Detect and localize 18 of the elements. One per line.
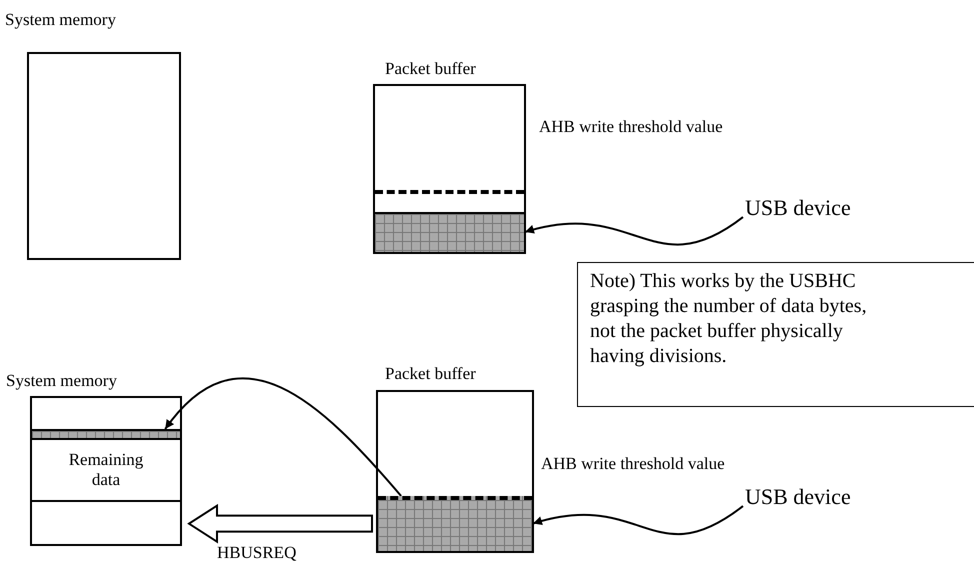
note-box: Note) This works by the USBHC grasping the number of data bytes, not the packet buffer physically having divisions.: [577, 262, 974, 407]
arrow: [164, 377, 402, 497]
data-region: [378, 496, 532, 551]
data-region: Remaining data: [32, 438, 180, 502]
data-band: [32, 429, 180, 438]
box-heading: System memory: [5, 10, 116, 30]
arrow: [532, 505, 744, 535]
device-label: USB device: [745, 195, 851, 221]
arrow: [524, 216, 744, 246]
edge-label: HBUSREQ: [217, 543, 296, 563]
threshold-label: AHB write threshold value: [539, 117, 723, 137]
box-heading: System memory: [6, 371, 117, 391]
data-region: [375, 212, 524, 252]
box-heading: Packet buffer: [385, 59, 476, 79]
block-arrow: [187, 504, 373, 544]
device-label: USB device: [745, 484, 851, 510]
box-heading: Packet buffer: [385, 364, 476, 384]
threshold-label: AHB write threshold value: [541, 454, 725, 474]
